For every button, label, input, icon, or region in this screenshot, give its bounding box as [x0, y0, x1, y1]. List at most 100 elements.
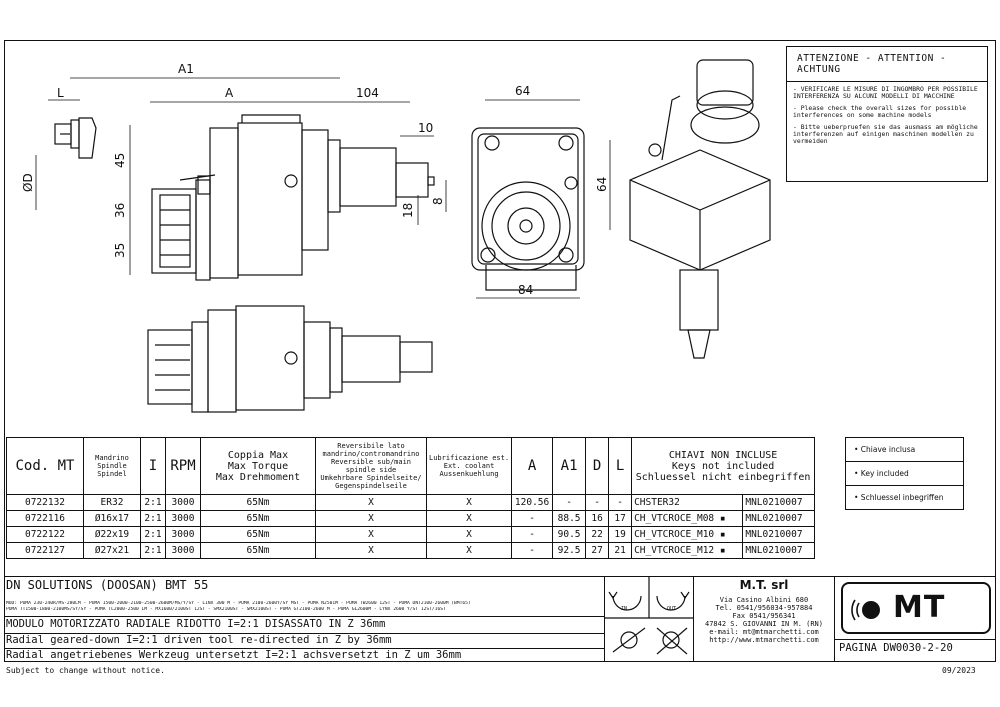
- cell-A1: -: [552, 494, 587, 511]
- cell-cool: X: [425, 494, 513, 511]
- dim-45: 45: [113, 153, 127, 168]
- cell-key2: MNL0210007: [742, 494, 816, 511]
- cell-i: 2:1: [140, 542, 166, 559]
- cell-i: 2:1: [140, 510, 166, 527]
- tool-sketch: [54, 117, 97, 159]
- header-cod: Cod. MT: [6, 437, 84, 495]
- cell-key1: CHSTER32: [631, 494, 744, 511]
- cell-rpm: 3000: [165, 526, 201, 543]
- cell-rev: X: [315, 510, 427, 527]
- dim-10: 10: [418, 121, 433, 135]
- fax-line: Fax 0541/956341: [732, 612, 796, 620]
- cell-D: 22: [585, 526, 610, 543]
- header-rpm: RPM: [165, 437, 201, 495]
- phone-line: Tel. 0541/956034-957884: [715, 604, 813, 612]
- cell-rpm: 3000: [165, 542, 201, 559]
- website-link[interactable]: http://www.mtmarchetti.com: [709, 636, 819, 644]
- cell-spindle: Ø16x17: [83, 510, 141, 527]
- cell-key1: CH_VTCROCE_M12 ▪: [631, 542, 744, 559]
- bottom-view: [147, 305, 433, 413]
- email-link[interactable]: e-mail: mt@mtmarchetti.com: [709, 628, 819, 636]
- cell-spindle: Ø27x21: [83, 542, 141, 559]
- warning-box: ATTENZIONE - ATTENTION - ACHTUNG - VERIF…: [786, 46, 988, 182]
- cell-D: -: [585, 494, 610, 511]
- titleblock-divider: [4, 576, 996, 577]
- dim-A1: A1: [178, 62, 194, 76]
- dim-84: 84: [518, 283, 533, 297]
- cell-key1: CH_VTCROCE_M10 ▪: [631, 526, 744, 543]
- page-divider: [835, 639, 995, 640]
- models-line-1: MOD: PUMA 230-240R/MS-280LM - PUMA 1500-…: [6, 601, 471, 606]
- cell-A: -: [511, 526, 554, 543]
- cell-torque: 65Nm: [200, 510, 316, 527]
- cell-cod: 0722132: [6, 494, 84, 511]
- dim-104: 104: [356, 86, 379, 100]
- side-view: [151, 114, 435, 281]
- models-line-2: PUMA TT1500-1800-2100MS/SY/SY - PUMA TL2…: [6, 607, 446, 612]
- page-number: PAGINA DW0030-2-20: [839, 642, 953, 654]
- cell-D: 27: [585, 542, 610, 559]
- cell-spindle: Ø22x19: [83, 526, 141, 543]
- cell-cool: X: [425, 542, 513, 559]
- footer-date: 09/2023: [942, 666, 976, 675]
- cell-L: 21: [608, 542, 633, 559]
- cell-torque: 65Nm: [200, 542, 316, 559]
- cell-torque: 65Nm: [200, 494, 316, 511]
- cell-key2: MNL0210007: [742, 526, 816, 543]
- dim-35: 35: [113, 243, 127, 258]
- legend-item: • Key included: [846, 462, 963, 486]
- gear-icon: [851, 599, 880, 621]
- dim-64-height: 64: [595, 177, 609, 192]
- header-D: D: [585, 437, 610, 495]
- description-it: MODULO MOTORIZZATO RADIALE RIDOTTO I=2:1…: [6, 618, 386, 630]
- cell-key1: CH_VTCROCE_M08 ▪: [631, 510, 744, 527]
- cell-i: 2:1: [140, 494, 166, 511]
- desc-divider-2: [4, 633, 604, 634]
- description-de: Radial angetriebenes Werkzeug untersetzt…: [6, 649, 462, 661]
- cell-A: -: [511, 510, 554, 527]
- header-A: A: [511, 437, 554, 495]
- desc-divider: [4, 616, 604, 617]
- cell-A1: 90.5: [552, 526, 587, 543]
- drawing-frame: [4, 40, 996, 662]
- cell-key2: MNL0210007: [742, 542, 816, 559]
- dim-64-width: 64: [515, 84, 530, 98]
- cell-cod: 0722116: [6, 510, 84, 527]
- legend-item: • Schluessel inbegriffen: [854, 493, 944, 502]
- dim-8: 8: [431, 197, 445, 205]
- cell-D: 16: [585, 510, 610, 527]
- description-en: Radial geared-down I=2:1 driven tool re-…: [6, 634, 392, 646]
- cell-rev: X: [315, 526, 427, 543]
- cell-A: 120.56: [511, 494, 554, 511]
- cell-A: -: [511, 542, 554, 559]
- header-A1: A1: [552, 437, 587, 495]
- machine-name: DN SOLUTIONS (DOOSAN) BMT 55: [6, 578, 209, 592]
- cell-rev: X: [315, 542, 427, 559]
- front-view: [471, 127, 585, 291]
- cell-spindle: ER32: [83, 494, 141, 511]
- cell-key2: MNL0210007: [742, 510, 816, 527]
- dim-A: A: [225, 86, 234, 100]
- rotation-icon: [605, 576, 693, 655]
- cell-cool: X: [425, 510, 513, 527]
- cell-L: -: [608, 494, 633, 511]
- warning-line-it: - VERIFICARE LE MISURE DI INGOMBRO PER P…: [793, 85, 978, 101]
- rotation-symbols: IN OUT: [604, 576, 694, 662]
- logo-block: MT PAGINA DW0030-2-20: [834, 576, 996, 662]
- desc-divider-3: [4, 648, 604, 649]
- legend-item: • Chiave inclusa: [846, 438, 963, 462]
- footer-note: Subject to change without notice.: [6, 666, 165, 675]
- dim-OD: ØD: [21, 173, 35, 192]
- company-block: M.T. srl Via Casino Albini 680 Tel. 0541…: [694, 578, 834, 644]
- cell-L: 17: [608, 510, 633, 527]
- city-line: 47842 S. GIOVANNI IN M. (RN): [704, 620, 823, 628]
- cell-A1: 92.5: [552, 542, 587, 559]
- cell-cool: X: [425, 526, 513, 543]
- dim-18: 18: [401, 203, 415, 218]
